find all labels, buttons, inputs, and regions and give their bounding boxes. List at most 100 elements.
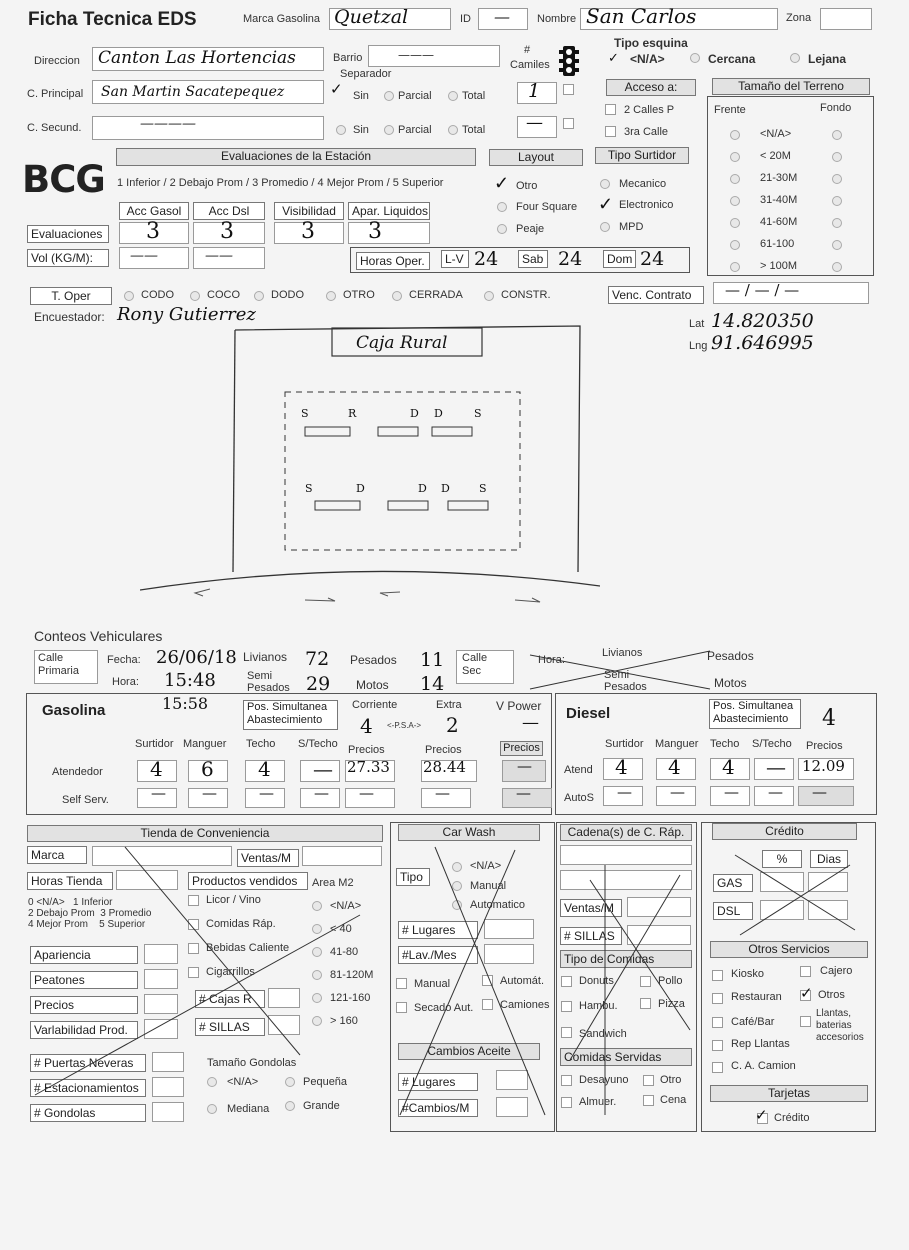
gas-self-field[interactable] [345,788,395,808]
pizza-checkbox[interactable] [640,998,651,1009]
cafe-checkbox[interactable] [712,1017,723,1028]
fondo-radio[interactable] [832,218,842,228]
tienda-eval-field[interactable] [144,944,178,964]
precio-corriente-field[interactable] [345,760,395,782]
dsl-atend-field[interactable] [710,758,750,780]
csecund-field[interactable] [92,116,324,140]
producto-checkbox[interactable] [188,967,199,978]
desayuno-checkbox[interactable] [561,1075,572,1086]
fondo-radio[interactable] [832,152,842,162]
vol-field-2[interactable] [193,247,265,269]
zona-field[interactable] [820,8,872,30]
sep-checkbox-2[interactable] [563,118,574,129]
gas-self-field[interactable] [245,788,285,808]
lejana-radio[interactable] [790,53,800,63]
dsl-autos-field[interactable] [754,786,794,806]
llantas-checkbox[interactable] [800,1016,811,1027]
cambios-mes-field[interactable] [496,1097,528,1117]
cw-lugares-field[interactable] [484,919,534,939]
total-radio-2[interactable] [448,125,458,135]
kiosko-checkbox[interactable] [712,970,723,981]
puertas-field[interactable] [152,1052,184,1072]
dsl-atend-field[interactable] [656,758,696,780]
cw-na-radio[interactable] [452,862,462,872]
vol-field-1[interactable] [119,247,189,269]
dsl-atend-field[interactable] [754,758,794,780]
eval-field-4[interactable] [348,222,430,244]
tienda-eval-field[interactable] [144,969,178,989]
area-radio[interactable] [312,947,322,957]
toper-radio[interactable] [190,291,200,301]
sep-checkbox-1[interactable] [563,84,574,95]
dsl-precio-field[interactable] [798,758,854,780]
toper-radio[interactable] [392,291,402,301]
cw-lavmes-field[interactable] [484,944,534,964]
fondo-radio[interactable] [832,262,842,272]
cw-manual-radio[interactable] [452,881,462,891]
sep-count-field-1[interactable] [517,82,557,104]
sin-radio-2[interactable] [336,125,346,135]
cadena-sillas-field[interactable] [627,925,691,945]
cambios-lugares-field[interactable] [496,1070,528,1090]
estacionamientos-field[interactable] [152,1077,184,1097]
fondo-radio[interactable] [832,130,842,140]
tamano-na-radio[interactable] [207,1077,217,1087]
area-radio[interactable] [312,924,322,934]
toper-radio[interactable] [254,291,264,301]
restaurante-checkbox[interactable] [712,993,723,1004]
tienda-marca-field[interactable] [92,846,232,866]
cw-manual-checkbox[interactable] [396,978,407,989]
gas-self-field[interactable] [421,788,471,808]
cw-camiones-checkbox[interactable] [482,999,493,1010]
gas-dias-field[interactable] [808,872,848,892]
fondo-radio[interactable] [832,196,842,206]
id-field[interactable] [478,8,528,30]
frente-radio[interactable] [730,174,740,184]
frente-radio[interactable] [730,262,740,272]
four-square-radio[interactable] [497,202,507,212]
tienda-eval-field[interactable] [144,994,178,1014]
venc-contrato-field[interactable] [713,282,869,304]
dsl-autos-field[interactable] [798,786,854,806]
dsl-dias-field[interactable] [808,900,848,920]
otros-checkbox[interactable] [800,990,811,1001]
area-radio[interactable] [312,1016,322,1026]
eval-field-1[interactable] [119,222,189,244]
gondolas-field[interactable] [152,1102,184,1122]
fondo-radio[interactable] [832,174,842,184]
gas-atendedor-field[interactable] [137,760,177,782]
hambu-checkbox[interactable] [561,1001,572,1012]
dsl-autos-field[interactable] [656,786,696,806]
ca-camion-checkbox[interactable] [712,1062,723,1073]
frente-radio[interactable] [730,218,740,228]
almuerzo-checkbox[interactable] [561,1097,572,1108]
frente-radio[interactable] [730,196,740,206]
cajero-checkbox[interactable] [800,966,811,977]
direccion-field[interactable] [92,47,324,71]
gas-atendedor-field[interactable] [245,760,285,782]
gas-self-field[interactable] [137,788,177,808]
gas-atendedor-field[interactable] [300,760,340,782]
tercera-calle-checkbox[interactable] [605,126,616,137]
sep-count-field-2[interactable] [517,116,557,138]
eval-field-2[interactable] [193,222,265,244]
barrio-field[interactable] [368,45,500,67]
toper-radio[interactable] [124,291,134,301]
tienda-ventas-field[interactable] [302,846,382,866]
frente-radio[interactable] [730,130,740,140]
precio-vpower-field[interactable] [502,760,546,782]
producto-checkbox[interactable] [188,919,199,930]
dsl-autos-field[interactable] [603,786,643,806]
fondo-radio[interactable] [832,240,842,250]
frente-radio[interactable] [730,240,740,250]
rep-llantas-checkbox[interactable] [712,1040,723,1051]
nombre-field[interactable] [580,8,778,30]
toper-radio[interactable] [326,291,336,301]
mpd-radio[interactable] [600,222,610,232]
gas-self-field[interactable] [502,788,552,808]
cadena-ventas-field[interactable] [627,897,691,917]
toper-radio[interactable] [484,291,494,301]
grande-radio[interactable] [285,1101,295,1111]
eval-field-3[interactable] [274,222,344,244]
cw-secado-checkbox[interactable] [396,1002,407,1013]
